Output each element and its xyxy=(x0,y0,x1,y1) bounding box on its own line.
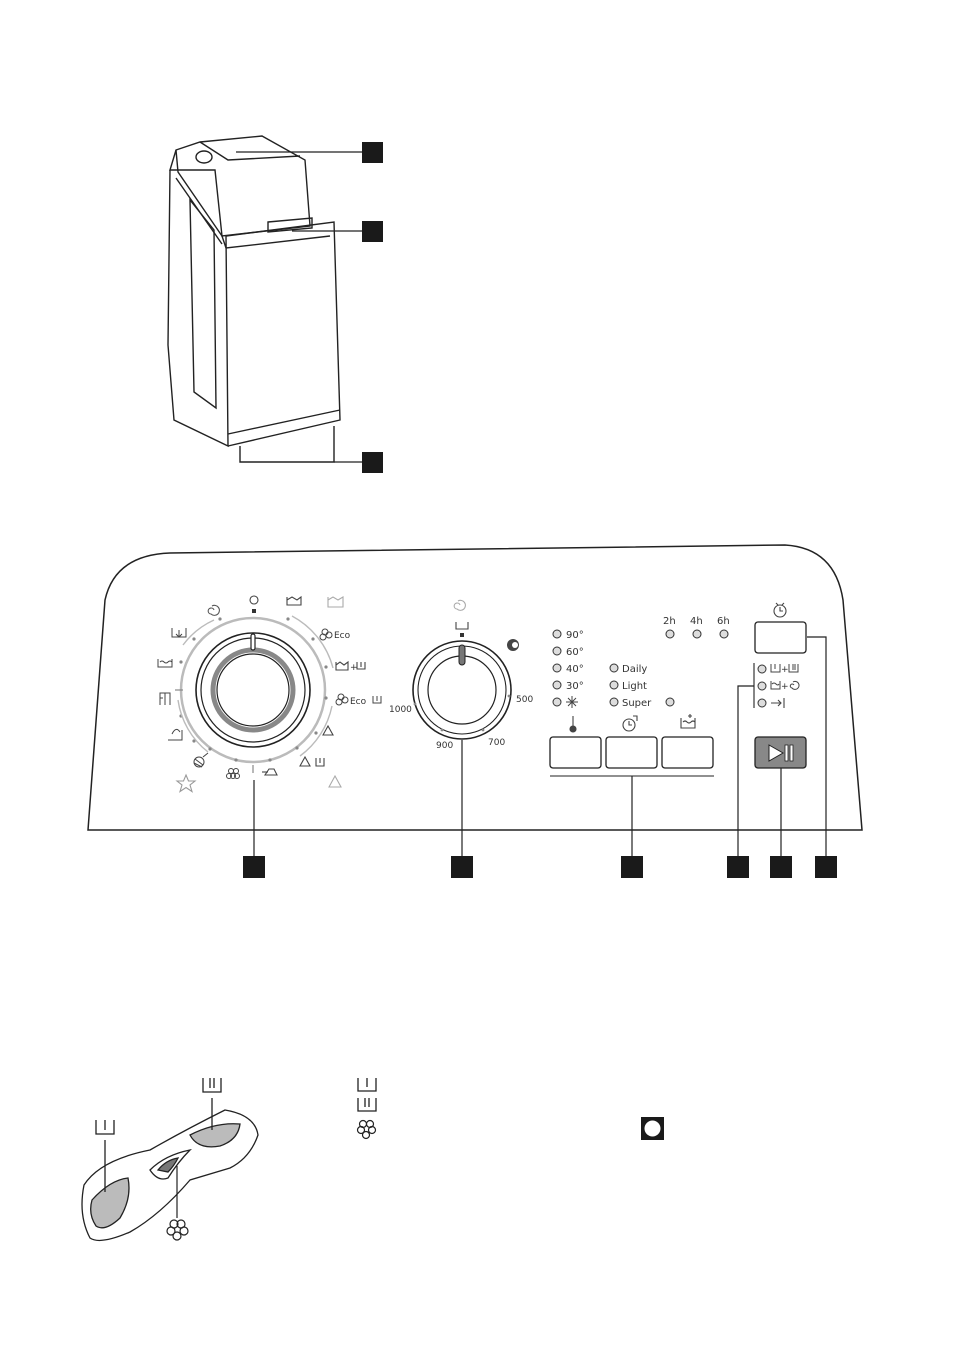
synthetics-faded-icon xyxy=(329,776,341,787)
temp-40-label: 40° xyxy=(566,664,584,675)
callout-marker-option-buttons xyxy=(621,856,643,878)
temp-30-label: 30° xyxy=(566,681,584,692)
washing-machine-illustration xyxy=(168,136,340,462)
spin-dial[interactable] xyxy=(413,641,511,739)
delay-6h-label: 6h xyxy=(717,616,730,627)
synthetics-prewash-icon xyxy=(300,757,324,766)
wool-icon xyxy=(194,753,208,767)
delay-clock-icon xyxy=(774,603,786,617)
rinse-hold-icon xyxy=(456,622,468,629)
callout-marker-start-pause xyxy=(770,856,792,878)
delay-start-button[interactable] xyxy=(755,622,806,653)
svg-text:+: + xyxy=(350,663,358,673)
handwash-icon xyxy=(168,729,182,740)
delay-leds xyxy=(666,630,728,638)
extra-rinse-icon xyxy=(681,714,695,728)
svg-text:+: + xyxy=(781,665,789,675)
temp-60-label: 60° xyxy=(566,647,584,658)
rinse-spin-phase-icon: + xyxy=(771,681,799,692)
cotton-eco-prewash-label: Eco xyxy=(350,697,367,707)
cotton-eco-label: Eco xyxy=(334,631,351,641)
time-saver-icon xyxy=(623,716,637,731)
temperature-leds xyxy=(553,630,561,706)
callout-marker-delay-start xyxy=(815,856,837,878)
detergent-dispenser-illustration xyxy=(82,1110,258,1240)
programme-dial[interactable] xyxy=(181,618,325,762)
favourite-star-icon xyxy=(177,775,195,792)
drain-icon xyxy=(172,628,186,637)
extra-rinse-button[interactable] xyxy=(662,737,713,768)
svg-text:+: + xyxy=(781,682,789,692)
spin-only-icon xyxy=(454,600,465,610)
delay-2h-label: 2h xyxy=(663,616,676,627)
easy-iron-icon xyxy=(262,769,277,775)
temp-90-label: 90° xyxy=(566,630,584,641)
spin-speed-1000: 1000 xyxy=(389,705,412,715)
spin-speed-500: 500 xyxy=(516,695,533,705)
spin-icon xyxy=(208,605,219,615)
thermometer-icon xyxy=(570,716,576,732)
delay-4h-label: 4h xyxy=(690,616,703,627)
delicates-icon xyxy=(227,769,240,779)
off-icon xyxy=(250,596,258,604)
cotton-prewash-icon: + xyxy=(336,662,365,673)
temperature-button[interactable] xyxy=(550,737,601,768)
callout-marker-feet xyxy=(362,452,383,473)
end-phase-icon xyxy=(771,698,784,708)
callout-marker-spin-dial xyxy=(451,856,473,878)
washing-phase-icon: + xyxy=(771,664,798,675)
time-saver-button[interactable] xyxy=(606,737,657,768)
legend-softener-icon xyxy=(358,1121,376,1139)
phase-leds xyxy=(758,665,766,707)
callout-marker-phase-leds xyxy=(727,856,749,878)
jeans-icon xyxy=(160,693,170,705)
cotton-icon xyxy=(287,597,301,605)
max-level-marker-icon xyxy=(641,1117,664,1140)
spin-speed-700: 700 xyxy=(488,738,505,748)
callout-marker-handle xyxy=(362,221,383,242)
start-pause-button[interactable] xyxy=(755,737,806,768)
cotton-faded-icon xyxy=(328,597,343,607)
callout-marker-lid xyxy=(362,142,383,163)
legend-main-wash-icon xyxy=(358,1098,376,1111)
time-super-label: Super xyxy=(622,698,652,709)
time-daily-label: Daily xyxy=(622,664,647,675)
legend-prewash-icon xyxy=(358,1078,376,1091)
callout-marker-programme-dial xyxy=(243,856,265,878)
time-light-label: Light xyxy=(622,681,647,692)
cotton-eco-prewash-icon: Eco xyxy=(336,694,381,707)
spin-speed-900: 900 xyxy=(436,741,453,751)
rinse-icon xyxy=(158,659,172,667)
cold-wash-icon xyxy=(566,696,578,708)
cotton-eco-icon: Eco xyxy=(320,629,351,641)
